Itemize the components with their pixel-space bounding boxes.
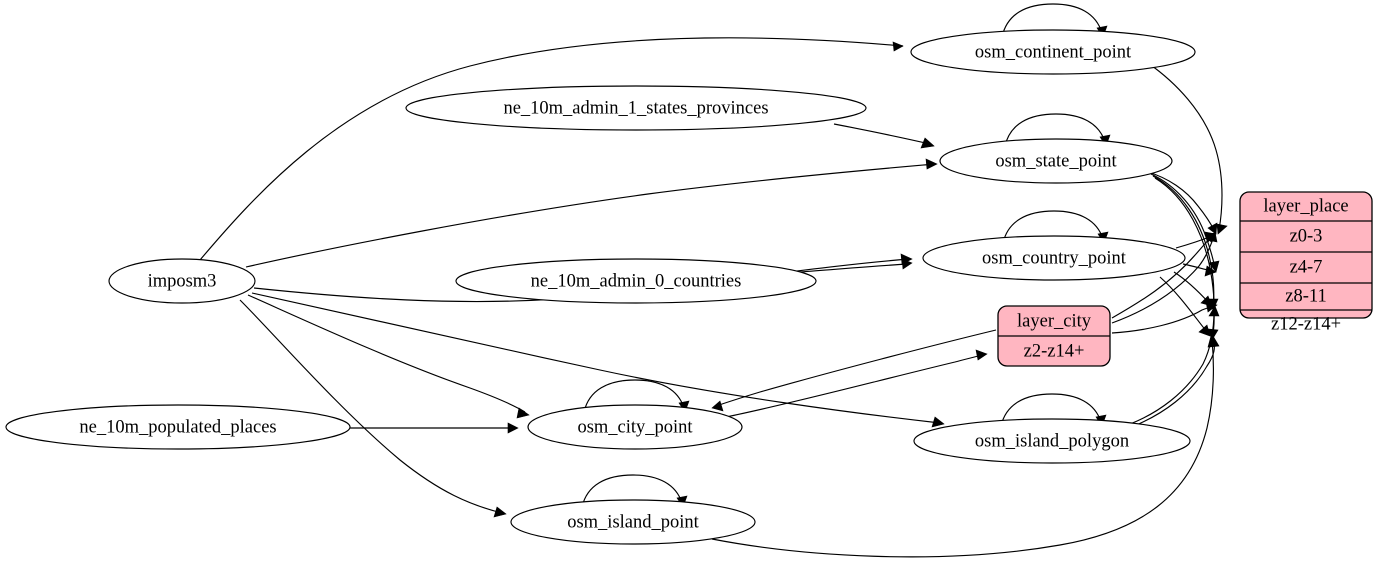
node-ne-10m-populated-places[interactable]: ne_10m_populated_places (5, 404, 351, 450)
edge-osm-state-point-to-layer-place-z4-7 (1150, 173, 1220, 273)
record-layer-place-row-z8-11[interactable]: z8-11 (1285, 286, 1326, 306)
edge-ne-populated-to-osm-city-point (350, 422, 519, 434)
node-ne-populated-label: ne_10m_populated_places (79, 417, 276, 437)
edge-osm-country-point-to-layer-place-z12-z14 (1159, 276, 1211, 337)
edge-osm-island-polygon-to-layer-place-z8-11 (1129, 305, 1220, 425)
node-ne-states-label: ne_10m_admin_1_states_provinces (503, 98, 768, 118)
node-ne-countries-label: ne_10m_admin_0_countries (531, 271, 742, 291)
edge-ne-states-to-osm-state-point (833, 123, 935, 149)
record-layer-city-header: layer_city (1017, 311, 1092, 331)
record-layer-place-header: layer_place (1263, 196, 1348, 216)
edge-layer (199, 3, 1228, 558)
edge-osm-continent-point-to-layer-place-z0-3 (1147, 62, 1228, 235)
node-osm-state-point[interactable]: osm_state_point (939, 138, 1173, 184)
edge-osm-city-point-to-layer-city (725, 349, 988, 418)
node-osm-country-point[interactable]: osm_country_point (922, 235, 1186, 281)
record-layer-city-row-z2-z14[interactable]: z2-z14+ (1024, 341, 1085, 361)
edge-ne-countries-to-osm-country-point (799, 258, 913, 273)
node-layer: imposm3 ne_10m_admin_1_states_provinces … (5, 29, 1196, 545)
edge-layer-city-to-osm-city-point (711, 329, 997, 412)
node-imposm3-label: imposm3 (148, 271, 217, 291)
node-osm-city-point-label: osm_city_point (577, 417, 693, 437)
edge-layer-city-to-layer-place-z0-3-b (1111, 231, 1218, 324)
node-osm-island-polygon[interactable]: osm_island_polygon (913, 418, 1191, 464)
node-ne-10m-admin-0-countries[interactable]: ne_10m_admin_0_countries (455, 258, 817, 304)
edge-imposm3-to-osm-state-point (245, 158, 938, 268)
record-node-layer-city[interactable]: layer_city z2-z14+ (997, 305, 1111, 367)
edge-osm-island-point-to-layer-place-z12-z14 (711, 335, 1219, 558)
edge-osm-island-polygon-to-layer-place-z12-z14 (1133, 335, 1220, 427)
node-imposm3[interactable]: imposm3 (108, 258, 256, 304)
node-osm-continent-point-label: osm_continent_point (975, 42, 1132, 62)
edge-imposm3-to-osm-city-point (247, 294, 530, 419)
edge-imposm3-to-osm-island-polygon (251, 292, 945, 428)
edge-osm-state-point-to-layer-place-z0-3 (1147, 171, 1218, 235)
edge-osm-country-point-to-layer-place-z8-11 (1173, 271, 1213, 307)
record-node-layer-place[interactable]: layer_place z0-3 z4-7 z8-11 z12-z14+ (1239, 191, 1373, 334)
node-osm-state-point-label: osm_state_point (995, 151, 1117, 171)
record-layer: layer_city z2-z14+ layer_place z0-3 z4-7… (997, 191, 1373, 367)
node-osm-island-point-label: osm_island_point (567, 512, 699, 532)
node-osm-continent-point[interactable]: osm_continent_point (910, 29, 1196, 75)
node-osm-island-point[interactable]: osm_island_point (510, 499, 756, 545)
node-osm-country-point-label: osm_country_point (982, 248, 1127, 268)
edge-layer-city-to-layer-place-z8-11 (1111, 301, 1218, 334)
edge-imposm3-to-osm-continent-point (199, 37, 904, 261)
node-osm-city-point[interactable]: osm_city_point (527, 404, 743, 450)
record-layer-place-row-z0-3[interactable]: z0-3 (1290, 226, 1323, 246)
node-ne-10m-admin-1-states-provinces[interactable]: ne_10m_admin_1_states_provinces (405, 85, 867, 131)
edge-imposm3-to-osm-island-point (239, 299, 507, 518)
node-osm-island-polygon-label: osm_island_polygon (975, 431, 1129, 451)
record-layer-place-row-z4-7[interactable]: z4-7 (1290, 257, 1323, 277)
record-layer-place-row-z12-z14[interactable]: z12-z14+ (1271, 314, 1341, 334)
